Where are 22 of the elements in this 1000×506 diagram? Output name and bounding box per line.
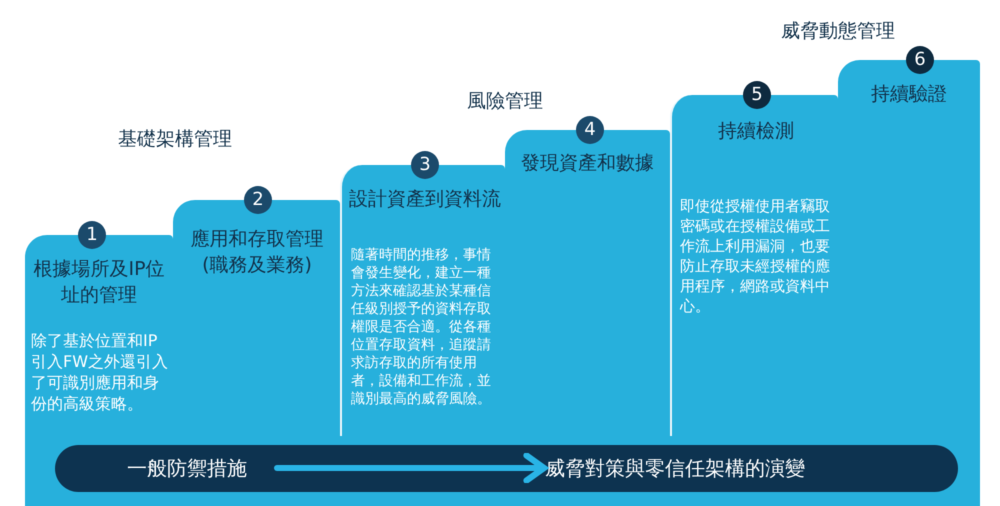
arrow [274,452,548,484]
step-number-badge: 3 [411,151,439,179]
bar-text: 威脅對策與零信任架構的演變 [545,455,805,481]
step-number-badge: 1 [78,221,106,249]
bar-text: 一般防禦措施 [127,455,247,481]
step-title: 應用和存取管理(職務及業務) [190,227,324,278]
step-title: 持續驗證 [870,82,948,107]
step-number-badge: 2 [244,186,272,214]
step-title: 設計資產到資料流 [348,187,502,212]
category-heading: 基礎架構管理 [118,127,232,152]
description-text: 即使從授權使用者竊取密碼或在授權設備或工作流上利用漏洞，也要防止存取未經授權的應用程序，網路或資料中心。 [680,196,831,316]
banner-bar [55,445,958,492]
step-number-badge: 4 [576,116,604,144]
category-heading: 威脅動態管理 [781,19,895,44]
step-number-badge: 5 [743,81,771,109]
description-text: 除了基於位置和IP引入FW之外還引入了可識別應用和身份的高級策略。 [31,330,169,414]
description-text: 隨著時間的推移，事情會發生變化，建立一種方法來確認基於某種信任級別授予的資料存取權限是否合適。從各種位置存取資料，追蹤請求訪存取的所有使用者，設備和工作流，並識別最高的威脅風險。 [351,246,492,408]
step-title: 持續檢測 [717,119,795,144]
step-title: 根據場所及IP位址的管理 [32,257,166,308]
category-heading: 風險管理 [467,89,543,114]
step-number-badge: 6 [906,46,934,74]
step-title: 發現資產和數據 [520,151,655,176]
